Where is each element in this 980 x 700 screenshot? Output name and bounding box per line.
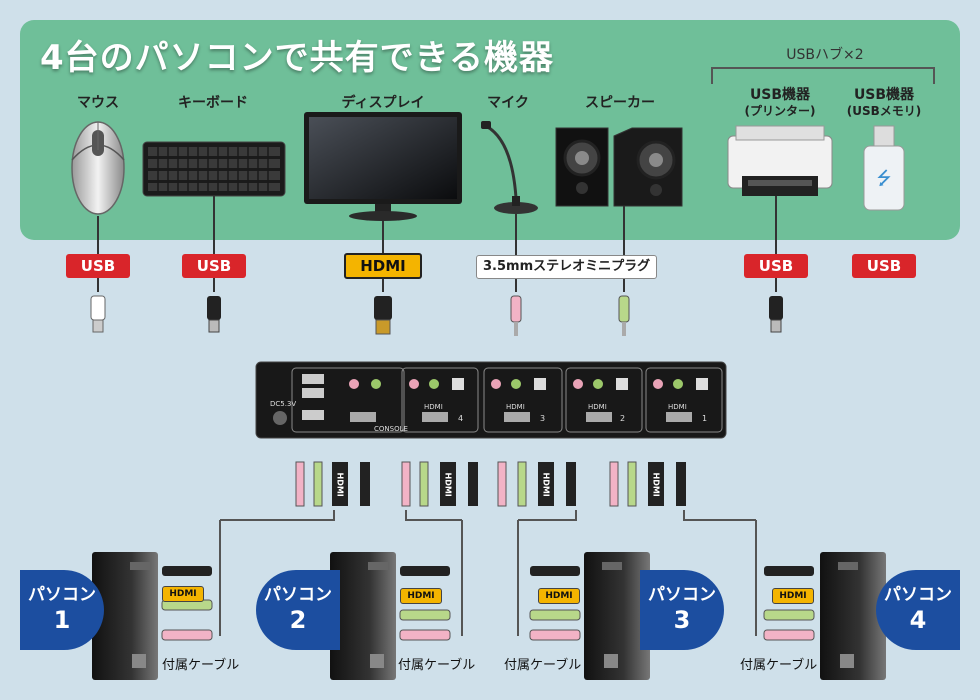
pc1-cable-plugs <box>161 566 213 641</box>
kvm-power-label: DC5.3V <box>270 400 297 408</box>
plug4-hdmi-label: HDMI <box>651 472 661 497</box>
plug-set-1 <box>295 461 370 507</box>
microphone-icon <box>481 121 538 214</box>
kvm-port-number-4: 4 <box>458 414 464 423</box>
pc4-number: 4 <box>909 606 927 634</box>
plug-set-3 <box>497 461 576 507</box>
printer-sublabel: (プリンター) <box>744 104 816 118</box>
mic-label: マイク <box>487 95 529 111</box>
mouse-label: マウス <box>77 95 119 111</box>
usb-badge-usb-memory: USB <box>852 254 916 278</box>
pc2-bubble: パソコン 2 <box>256 570 340 650</box>
pc3-cable-plugs <box>529 566 581 641</box>
kvm-port1-hdmi-label: HDMI <box>668 403 687 411</box>
usb-badge-printer: USB <box>744 254 808 278</box>
pc3-hdmi-tag: HDMI <box>538 588 580 604</box>
hdmi-badge-display: HDMI <box>344 253 422 279</box>
pc2-number: 2 <box>289 606 307 634</box>
hdmi-plug-display-icon <box>374 296 392 335</box>
speaker-label: スピーカー <box>585 95 655 111</box>
pc2-cable-plugs <box>399 566 451 641</box>
usb-plug-keyboard-icon <box>207 296 221 333</box>
plug1-hdmi-label: HDMI <box>335 472 345 497</box>
display-label: ディスプレイ <box>341 95 425 111</box>
kvm-port2-hdmi-label: HDMI <box>588 403 607 411</box>
audio-badge: 3.5mmステレオミニプラグ <box>476 255 658 279</box>
usb-memory-icon: ⭍ <box>863 125 905 211</box>
svg-text:⭍: ⭍ <box>877 168 892 189</box>
pc3-number: 3 <box>673 606 691 634</box>
speakers-icon <box>555 127 683 207</box>
pc4-cable-plugs <box>763 566 815 641</box>
pc3-label: パソコン <box>648 585 716 605</box>
kvm-console-label: CONSOLE <box>374 425 408 433</box>
usb-plug-mouse-icon <box>90 295 106 333</box>
kvm-port-number-2: 2 <box>620 414 626 423</box>
pc-tower-4-icon <box>820 552 886 680</box>
monitor-icon <box>304 112 462 221</box>
keyboard-label: キーボード <box>178 95 248 111</box>
pc2-hdmi-tag: HDMI <box>400 588 442 604</box>
printer-icon <box>727 125 833 196</box>
pc1-cable-label: 付属ケーブル <box>162 658 240 673</box>
pc4-hdmi-tag: HDMI <box>772 588 814 604</box>
plug2-hdmi-label: HDMI <box>443 472 453 497</box>
page-title: 4台のパソコンで共有できる機器 <box>40 38 554 78</box>
usb-hub-label: USBハブ×2 <box>786 47 864 63</box>
pc4-label: パソコン <box>884 585 952 605</box>
pc3-cable-label: 付属ケーブル <box>504 658 582 673</box>
pc1-number: 1 <box>53 606 71 634</box>
audio-plug-mic-icon <box>510 295 522 336</box>
usb-memory-label: USB機器 <box>853 87 915 103</box>
audio-plug-speaker-icon <box>618 295 630 336</box>
usb-badge-keyboard: USB <box>182 254 246 278</box>
kvm-switch-icon <box>255 361 727 439</box>
usb-hub-bracket <box>711 67 935 84</box>
keyboard-icon <box>142 141 286 197</box>
pc-tower-3-icon <box>584 552 650 680</box>
pc1-bubble: パソコン 1 <box>20 570 104 650</box>
usb-plug-printer-icon <box>769 296 783 333</box>
plug-set-2 <box>401 461 478 507</box>
usb-memory-sublabel: (USBメモリ) <box>846 104 922 118</box>
kvm-port3-hdmi-label: HDMI <box>506 403 525 411</box>
kvm-port-number-3: 3 <box>540 414 546 423</box>
plug3-hdmi-label: HDMI <box>541 472 551 497</box>
pc2-cable-label: 付属ケーブル <box>398 658 476 673</box>
pc2-label: パソコン <box>264 585 332 605</box>
mouse-icon <box>71 121 125 215</box>
kvm-port-number-1: 1 <box>702 414 708 423</box>
pc3-bubble: パソコン 3 <box>640 570 724 650</box>
kvm-port-group <box>409 378 708 422</box>
usb-badge-mouse: USB <box>66 254 130 278</box>
pc1-hdmi-tag: HDMI <box>162 586 204 602</box>
pc1-label: パソコン <box>28 585 96 605</box>
pc4-bubble: パソコン 4 <box>876 570 960 650</box>
kvm-port4-hdmi-label: HDMI <box>424 403 443 411</box>
pc-tower-2-icon <box>330 552 396 680</box>
pc-tower-1-icon <box>92 552 158 680</box>
printer-label: USB機器 <box>749 87 811 103</box>
pc4-cable-label: 付属ケーブル <box>740 658 818 673</box>
plug-set-4 <box>609 461 686 507</box>
